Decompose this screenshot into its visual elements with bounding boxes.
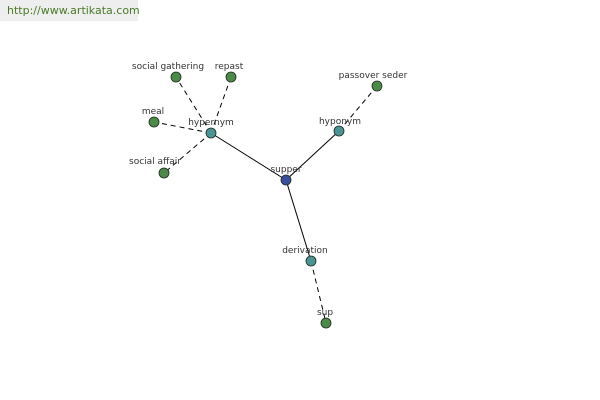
node-social-gathering[interactable] xyxy=(170,71,182,83)
node-label-repast: repast xyxy=(215,62,244,72)
node-label-passover-seder: passover seder xyxy=(339,71,408,81)
node-label-derivation: derivation xyxy=(282,246,328,256)
node-label-meal: meal xyxy=(142,107,164,117)
nodes-layer xyxy=(148,71,383,329)
edge-hypernym-to-meal xyxy=(153,121,212,134)
node-hypernym[interactable] xyxy=(205,127,217,139)
edge-hypernym-to-social-gathering xyxy=(175,76,212,134)
edge-supper-to-hyponym xyxy=(285,130,340,181)
edges-layer xyxy=(153,76,378,324)
edge-hypernym-to-social-affair xyxy=(163,132,212,174)
edge-supper-to-derivation xyxy=(285,179,312,262)
node-derivation[interactable] xyxy=(305,255,317,267)
node-label-hyponym: hyponym xyxy=(319,117,361,127)
node-label-sup: sup xyxy=(317,308,333,318)
node-label-social-gathering: social gathering xyxy=(132,62,204,72)
source-url-link[interactable]: http://www.artikata.com xyxy=(7,4,140,17)
edge-supper-to-hypernym xyxy=(210,132,287,181)
edge-derivation-to-sup xyxy=(310,260,327,324)
node-social-affair[interactable] xyxy=(158,167,170,179)
node-passover-seder[interactable] xyxy=(371,80,383,92)
node-label-hypernym: hypernym xyxy=(188,118,234,128)
edge-hyponym-to-passover-seder xyxy=(338,85,378,132)
edge-hypernym-to-repast xyxy=(210,76,232,134)
node-sup[interactable] xyxy=(320,317,332,329)
node-label-supper: supper xyxy=(270,165,301,175)
labels-layer: supper hypernym hyponym derivation social ga… xyxy=(129,62,408,318)
node-meal[interactable] xyxy=(148,116,160,128)
node-repast[interactable] xyxy=(225,71,237,83)
node-supper[interactable] xyxy=(280,174,292,186)
source-url-badge: http://www.artikata.com xyxy=(0,0,140,21)
node-label-social-affair: social affair xyxy=(129,157,181,167)
node-hyponym[interactable] xyxy=(333,125,345,137)
